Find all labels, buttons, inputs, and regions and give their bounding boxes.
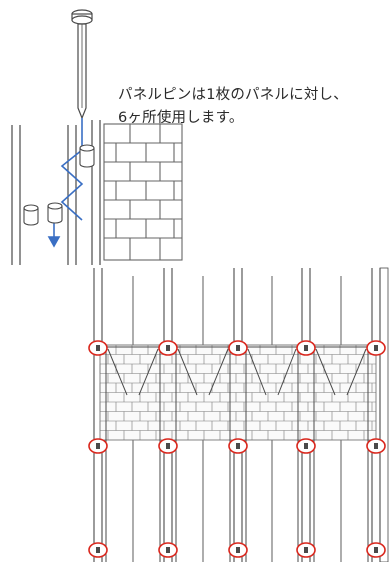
pin-head-icon <box>374 443 378 449</box>
instruction-caption: パネルピンは1枚のパネルに対し、 6ヶ所使用します。 <box>118 84 390 130</box>
pin-location-marker <box>228 542 248 558</box>
pin-markers <box>88 340 386 558</box>
panel-brace <box>177 348 198 396</box>
insertion-arrow-icon <box>47 118 84 248</box>
pin-location-marker <box>366 542 386 558</box>
pin-head-icon <box>96 547 100 553</box>
panel-brace <box>138 348 159 396</box>
pin-location-marker <box>296 542 316 558</box>
pin-head-icon <box>236 345 240 351</box>
pin-location-marker <box>296 438 316 454</box>
pin-location-marker <box>158 438 178 454</box>
pin-head-icon <box>96 345 100 351</box>
pin-head-icon <box>304 547 308 553</box>
panel-brace <box>247 348 267 396</box>
panel-frame <box>313 346 369 562</box>
panel-pin-icon <box>71 9 93 120</box>
caption-line-1: パネルピンは1枚のパネルに対し、 <box>118 87 348 103</box>
pin-head-icon <box>374 345 378 351</box>
panel-frame <box>105 346 161 562</box>
pin-location-marker <box>88 438 108 454</box>
pin-location-marker <box>296 340 316 356</box>
panel-brace <box>277 348 297 396</box>
pin-head-icon <box>96 443 100 449</box>
panel-brace <box>346 348 367 396</box>
pin-head-icon <box>236 547 240 553</box>
pin-hole-icon <box>23 144 95 226</box>
caption-line-2: 6ヶ所使用します。 <box>118 110 244 126</box>
pin-head-icon <box>304 345 308 351</box>
panel-frame <box>245 346 299 562</box>
panel-brace <box>315 348 336 396</box>
pin-location-marker <box>228 438 248 454</box>
pin-location-marker <box>228 340 248 356</box>
edge-strip <box>379 267 389 562</box>
panels <box>105 267 389 562</box>
pin-location-marker <box>366 340 386 356</box>
pin-head-icon <box>166 345 170 351</box>
pin-head-icon <box>304 443 308 449</box>
pin-head-icon <box>236 443 240 449</box>
pin-head-icon <box>374 547 378 553</box>
pin-insertion-illustration <box>11 9 183 265</box>
pin-location-marker <box>366 438 386 454</box>
pin-location-marker <box>158 340 178 356</box>
panel-brace <box>208 348 229 396</box>
panel-frame <box>175 346 231 562</box>
pin-head-icon <box>166 547 170 553</box>
brick-pattern <box>99 344 377 441</box>
pin-location-marker <box>88 542 108 558</box>
frame-rails <box>11 120 101 265</box>
pin-head-icon <box>166 443 170 449</box>
panel-brace <box>107 348 128 396</box>
pin-location-marker <box>158 542 178 558</box>
pin-location-marker <box>88 340 108 356</box>
brick-wall <box>103 123 183 261</box>
